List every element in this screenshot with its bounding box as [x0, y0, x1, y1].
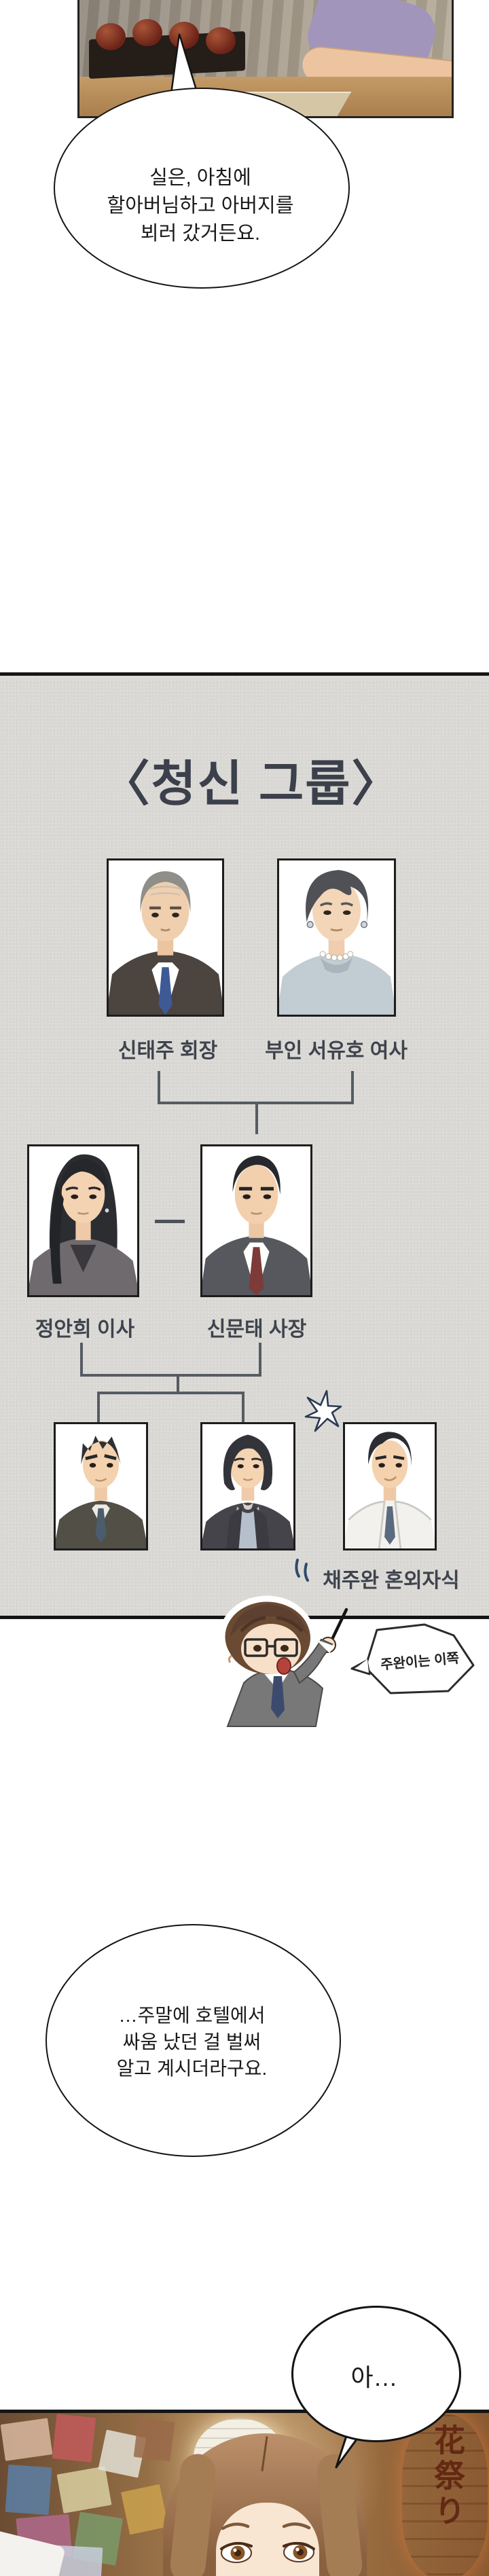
connector-line [80, 1374, 261, 1377]
collage-scrap [0, 2418, 53, 2461]
connector-line [259, 1343, 261, 1377]
collage-scrap [133, 2417, 175, 2462]
woman-face-features [220, 2522, 315, 2563]
portrait-frame-president [200, 1144, 312, 1297]
collage-scrap [52, 2414, 96, 2463]
portrait-illustration [56, 1424, 146, 1548]
portrait-illustration [279, 860, 394, 1015]
portrait-frame-daughter [200, 1422, 295, 1550]
connector-line [158, 1071, 160, 1104]
portrait-frame-chae-juwan [343, 1422, 437, 1550]
family-tree-title: 〈청신 그룹〉 [101, 757, 402, 812]
bottom-scene-panel: 花祭り [0, 2410, 489, 2576]
portrait-illustration [202, 1424, 293, 1548]
red-dish [132, 19, 162, 46]
orange-lantern: 花祭り [402, 2414, 488, 2576]
bubble-line: 알고 계시더라구요. [116, 2058, 268, 2079]
top-scene-panel [77, 0, 454, 118]
connector-line [177, 1374, 179, 1394]
connector-line [80, 1343, 83, 1377]
speech-bubble-3 [291, 2306, 461, 2442]
name-label-director: 정안희 이사 [35, 1318, 135, 1341]
connector-line [351, 1071, 354, 1104]
speech-bubble-2 [46, 1924, 341, 2157]
speech-bubble-3-text: 아… [350, 2363, 398, 2391]
bubble-line: 실은, 아침에 [149, 167, 251, 189]
name-label-president: 신문태 사장 [206, 1318, 307, 1341]
portrait-frame-first-son [54, 1422, 148, 1550]
family-tree-panel: 〈청신 그룹〉 [0, 672, 489, 1619]
portrait-illustration [202, 1146, 310, 1295]
collage-scrap [5, 2464, 52, 2516]
red-dish [206, 27, 236, 54]
woman-face [216, 2503, 319, 2576]
portrait-illustration [109, 860, 222, 1015]
collage-scrap [120, 2484, 169, 2535]
pointer-balloon [350, 1623, 475, 1694]
shock-doodle-icon [304, 1390, 342, 1432]
speech-bubble-1-text: 실은, 아침에 할아버님하고 아버지를 뵈러 갔거든요. [54, 164, 347, 248]
portrait-frame-director [27, 1144, 139, 1297]
connector-line [242, 1392, 244, 1422]
speech-bubble-1 [54, 88, 350, 289]
connector-line [255, 1102, 258, 1134]
bubble-line: 할아버님하고 아버지를 [107, 195, 294, 217]
orange-lantern-text: 花祭り [430, 2424, 465, 2530]
name-label-chairman: 신태주 회장 [117, 1040, 218, 1062]
sweat-marks-icon [295, 1559, 309, 1582]
bubble-line: 싸움 났던 걸 벌써 [122, 2031, 261, 2052]
portrait-illustration [345, 1424, 435, 1548]
portrait-frame-wife [277, 858, 396, 1017]
collage-scrap [56, 2466, 112, 2514]
marriage-connector [155, 1220, 185, 1223]
speech-bubble-2-text: …주말에 호텔에서 싸움 났던 걸 벌써 알고 계시더라구요. [46, 2002, 338, 2082]
name-label-wife: 부인 서유호 여사 [265, 1040, 408, 1062]
narrator-character [219, 1595, 348, 1730]
bubble-line: …주말에 호텔에서 [118, 2005, 266, 2026]
portrait-frame-chairman [107, 858, 224, 1017]
name-label-chae-juwan: 채주완 혼외자식 [323, 1570, 460, 1592]
red-dish [96, 23, 126, 50]
red-dish [169, 22, 199, 49]
portrait-illustration [29, 1146, 137, 1295]
connector-line [97, 1392, 100, 1422]
bubble-line: 뵈러 갔거든요. [140, 223, 261, 244]
connector-line [97, 1392, 244, 1394]
